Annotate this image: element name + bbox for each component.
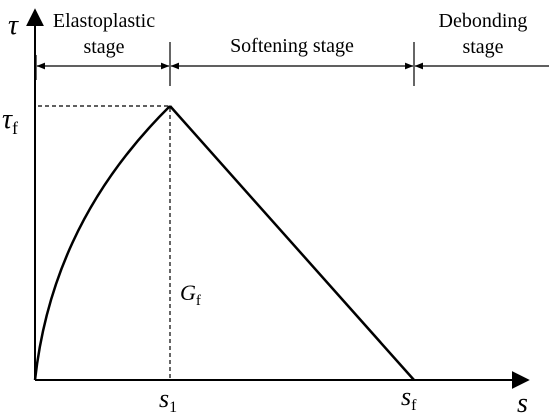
gf-label: Gf xyxy=(180,280,201,309)
y-axis-label: τ xyxy=(8,10,19,41)
sf-label: sf xyxy=(401,382,417,414)
s1-label: s1 xyxy=(159,384,177,416)
x-axis-label: s xyxy=(517,388,528,416)
tau-f-label: τf xyxy=(2,104,18,138)
debonding-stage-label-1: Debonding xyxy=(439,10,528,32)
softening-line xyxy=(169,105,415,381)
elastoplastic-curve xyxy=(33,105,171,381)
softening-stage-label: Softening stage xyxy=(230,35,354,57)
debonding-stage-label-2: stage xyxy=(462,36,503,58)
elastoplastic-stage-label-1: Elastoplastic xyxy=(53,10,155,32)
elastoplastic-stage-label-2: stage xyxy=(83,36,124,58)
